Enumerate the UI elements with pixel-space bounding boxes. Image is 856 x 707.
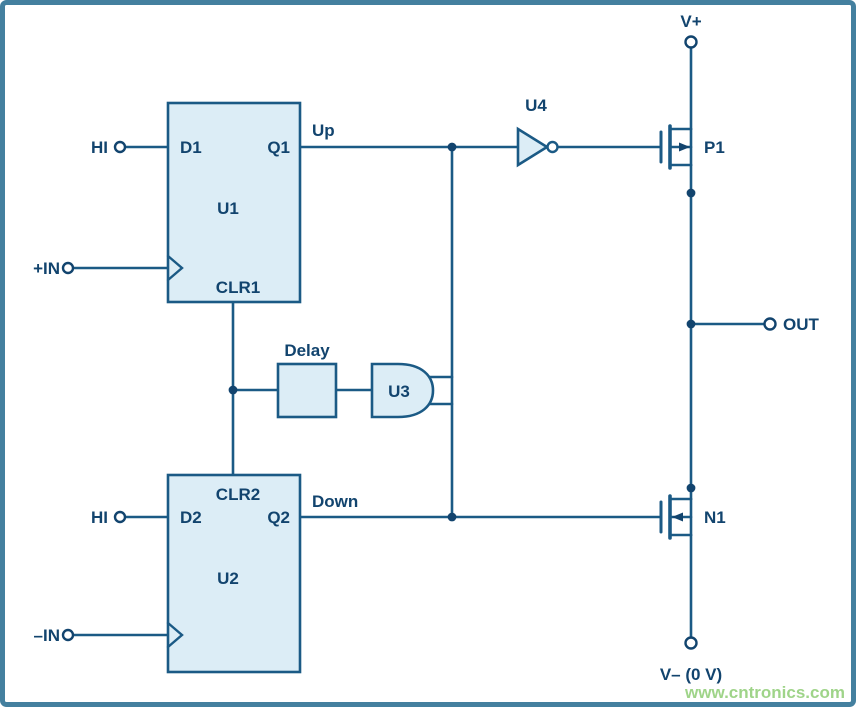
junction-dot-p1-drain [686,188,696,198]
vminus-terminal [684,636,698,650]
up-net-label: Up [312,121,335,140]
u3-ref-label: U3 [388,382,410,401]
u4-inverter: U4 [516,96,559,168]
p1-body-arrow-icon [679,142,690,152]
u1-pin-d-label: D1 [180,138,202,157]
delay-label: Delay [284,341,330,360]
u2-pin-q-label: Q2 [267,508,290,527]
u1-body [166,101,302,304]
junction-dots [228,142,696,522]
hi-top-terminal [113,140,127,154]
wires [71,45,766,640]
u3-body [370,362,435,419]
u1-flip-flop: D1 Q1 U1 CLR1 [166,101,302,304]
p1-pmos-transistor: P1 [659,124,725,170]
labels: V+ V– (0 V) OUT Up Down HI HI +IN –IN [33,12,819,684]
u2-flip-flop: CLR2 D2 Q2 U2 [166,473,302,674]
vplus-label: V+ [680,12,701,31]
delay-block: Delay [276,341,338,419]
u2-pin-d-label: D2 [180,508,202,527]
out-terminal [763,317,777,331]
u4-ref-label: U4 [525,96,547,115]
u1-ref-label: U1 [217,199,239,218]
n1-nmos-transistor: N1 [659,494,726,540]
u1-clock-edge-icon [166,254,184,282]
delay-body [276,362,338,419]
u3-and-gate: U3 [370,362,435,419]
junction-dot-n1-drain [686,483,696,493]
hi-top-label: HI [91,138,108,157]
in-plus-terminal [61,261,75,275]
vminus-label: V– (0 V) [660,665,722,684]
hi-bottom-label: HI [91,508,108,527]
watermark-text: www.cntronics.com [684,683,845,702]
n1-ref-label: N1 [704,508,726,527]
junction-dot-up [447,142,457,152]
vplus-terminal [684,35,698,49]
in-minus-label: –IN [34,626,60,645]
u2-body [166,473,302,674]
in-minus-terminal [61,628,75,642]
terminals [61,35,777,650]
junction-dot-out [686,319,696,329]
u1-pin-clr-label: CLR1 [216,278,260,297]
u1-pin-q-label: Q1 [267,138,290,157]
u2-pin-clr-label: CLR2 [216,485,260,504]
out-label: OUT [783,315,820,334]
p1-ref-label: P1 [704,138,725,157]
u2-clock-edge-icon [166,621,184,649]
u4-inverter-bubble-icon [546,140,559,154]
u4-triangle [516,126,550,168]
n1-body-arrow-icon [672,512,683,522]
hi-bottom-terminal [113,510,127,524]
junction-dot-down [447,512,457,522]
in-plus-label: +IN [33,259,60,278]
junction-dot-clr [228,385,238,395]
down-net-label: Down [312,492,358,511]
u2-ref-label: U2 [217,569,239,588]
